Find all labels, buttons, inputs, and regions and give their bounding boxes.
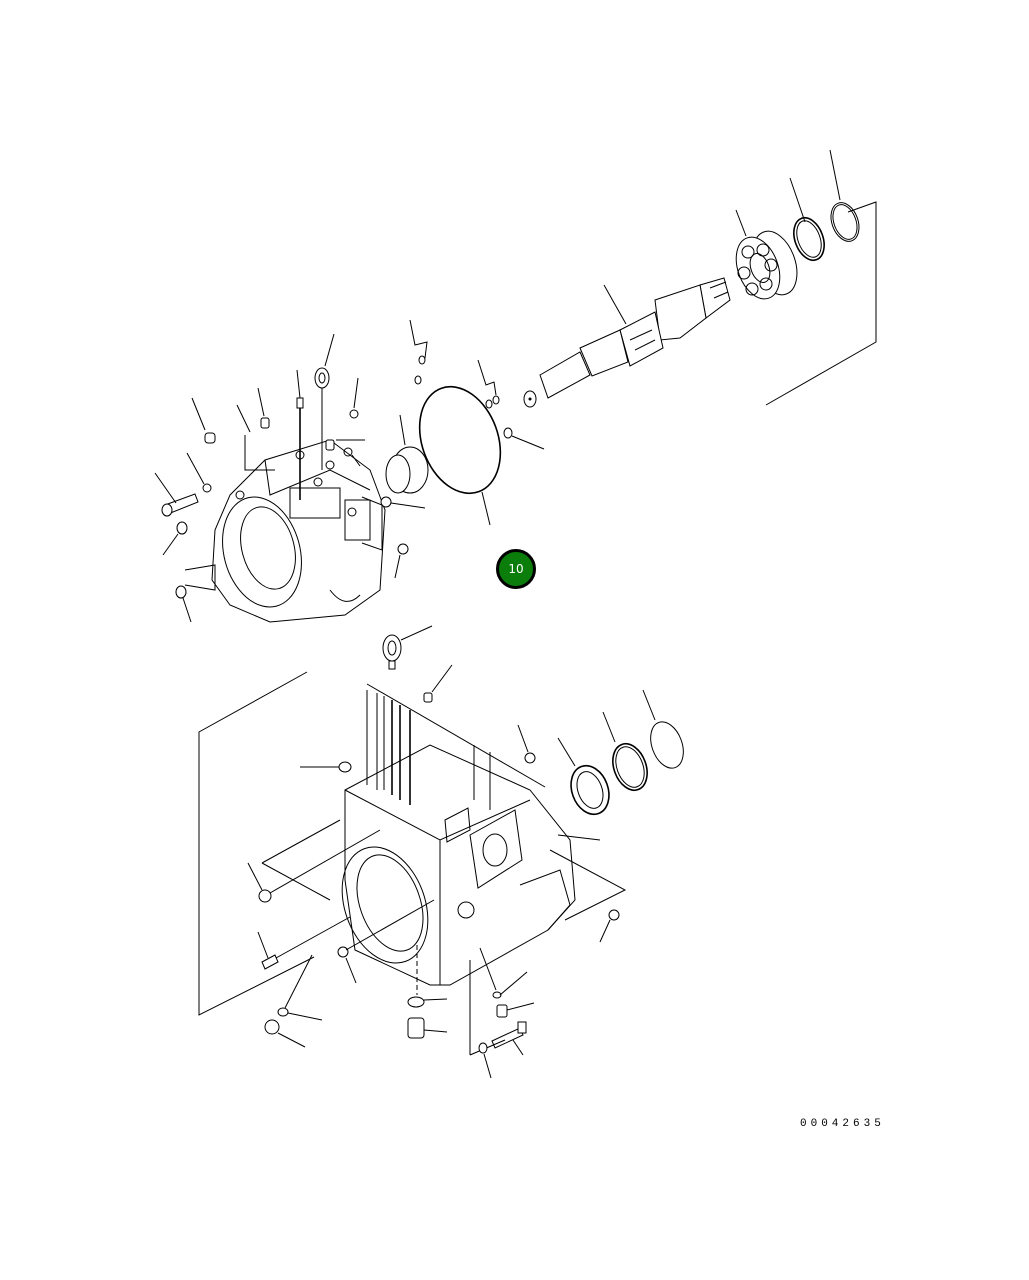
callout-badge[interactable]: 10 (496, 549, 536, 589)
upper-pump-case (155, 320, 544, 622)
callout-label: 10 (508, 562, 524, 576)
drawing-number: 00042635 (800, 1118, 885, 1130)
lower-pump-case (199, 626, 689, 1078)
shaft-assembly (524, 150, 876, 407)
